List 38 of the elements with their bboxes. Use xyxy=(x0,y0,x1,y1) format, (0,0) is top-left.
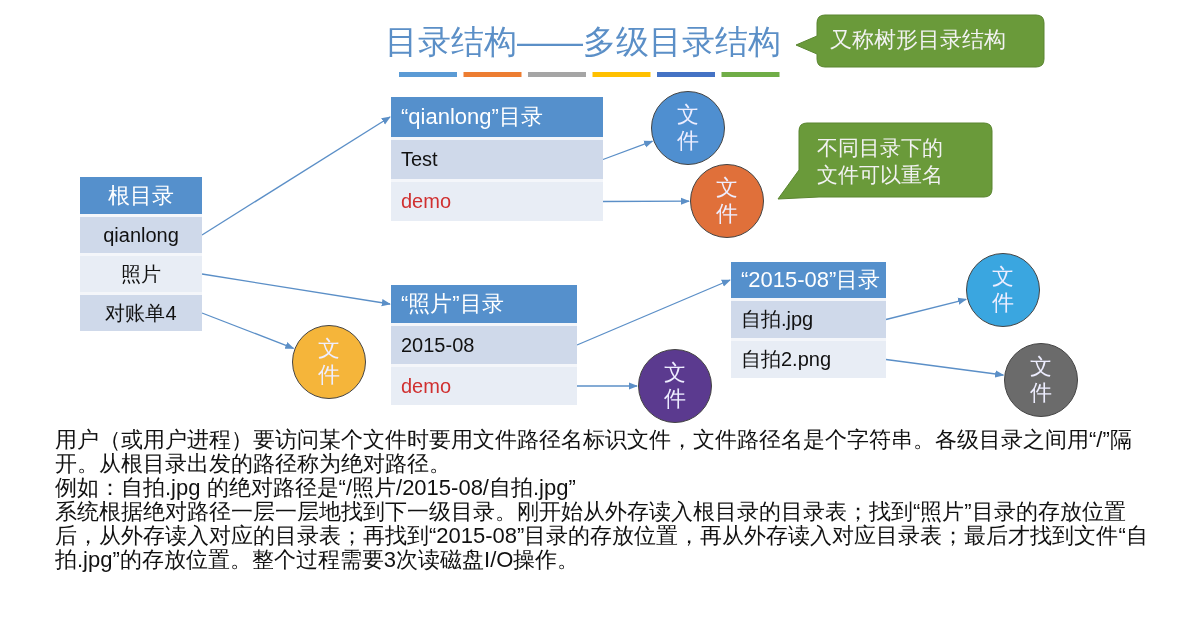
file-circle: 文件 xyxy=(292,325,366,399)
directory-table xyxy=(80,177,202,331)
directory-table xyxy=(731,262,886,378)
title: 目录结构——多级目录结构 xyxy=(385,22,781,62)
directory-table xyxy=(391,285,577,405)
paragraph: 例如：自拍.jpg 的绝对路径是“/照片/2015-08/自拍.jpg” xyxy=(55,476,577,500)
table-row: demo xyxy=(391,182,603,221)
table-row: 自拍2.png xyxy=(731,341,886,378)
table-row: demo xyxy=(391,367,577,405)
table-row: 对账单4 xyxy=(80,295,202,331)
table-header: 根目录 xyxy=(80,177,202,214)
table-row: 2015-08 xyxy=(391,326,577,364)
paragraph: 系统根据绝对路径一层一层地找到下一级目录。刚开始从外存读入根目录的目录表；找到“照片”目录的存放位置后，从外存读入对应的目录表；再找到“2015-08”目录的存放位置，再从外存读入对应目录表；最后才找到文件“自拍.jpg”的存放位置。整个过程需要3次读磁盘I/O操作。 xyxy=(55,500,1149,572)
table-row: qianlong xyxy=(80,217,202,253)
file-circle: 文件 xyxy=(690,164,764,238)
arrow xyxy=(201,273,391,307)
table-header: “2015-08”目录 xyxy=(731,262,886,298)
arrow xyxy=(201,116,391,236)
arrow xyxy=(576,279,731,346)
arrow xyxy=(201,312,295,349)
callout-bubble: 不同目录下的文件可以重名 xyxy=(777,122,993,200)
file-circle: 文件 xyxy=(651,91,725,165)
arrow xyxy=(885,358,1005,378)
table-header: “qianlong”目录 xyxy=(391,97,603,137)
arrow xyxy=(576,382,638,390)
paragraph: 用户（或用户进程）要访问某个文件时要用文件路径名标识文件，文件路径名是个字符串。各级目录之间用“/”隔开。从根目录出发的路径称为绝对路径。 xyxy=(55,428,1133,476)
table-row: 照片 xyxy=(80,256,202,292)
arrow xyxy=(885,297,968,321)
callout-bubble: 又称树形目录结构 xyxy=(795,14,1045,68)
arrow xyxy=(602,140,654,161)
directory-table xyxy=(391,97,603,221)
file-circle: 文件 xyxy=(966,253,1040,327)
file-circle: 文件 xyxy=(638,349,712,423)
table-row: 自拍.jpg xyxy=(731,301,886,338)
table-header: “照片”目录 xyxy=(391,285,577,323)
arrow xyxy=(602,197,690,205)
file-circle: 文件 xyxy=(1004,343,1078,417)
table-row: Test xyxy=(391,140,603,179)
